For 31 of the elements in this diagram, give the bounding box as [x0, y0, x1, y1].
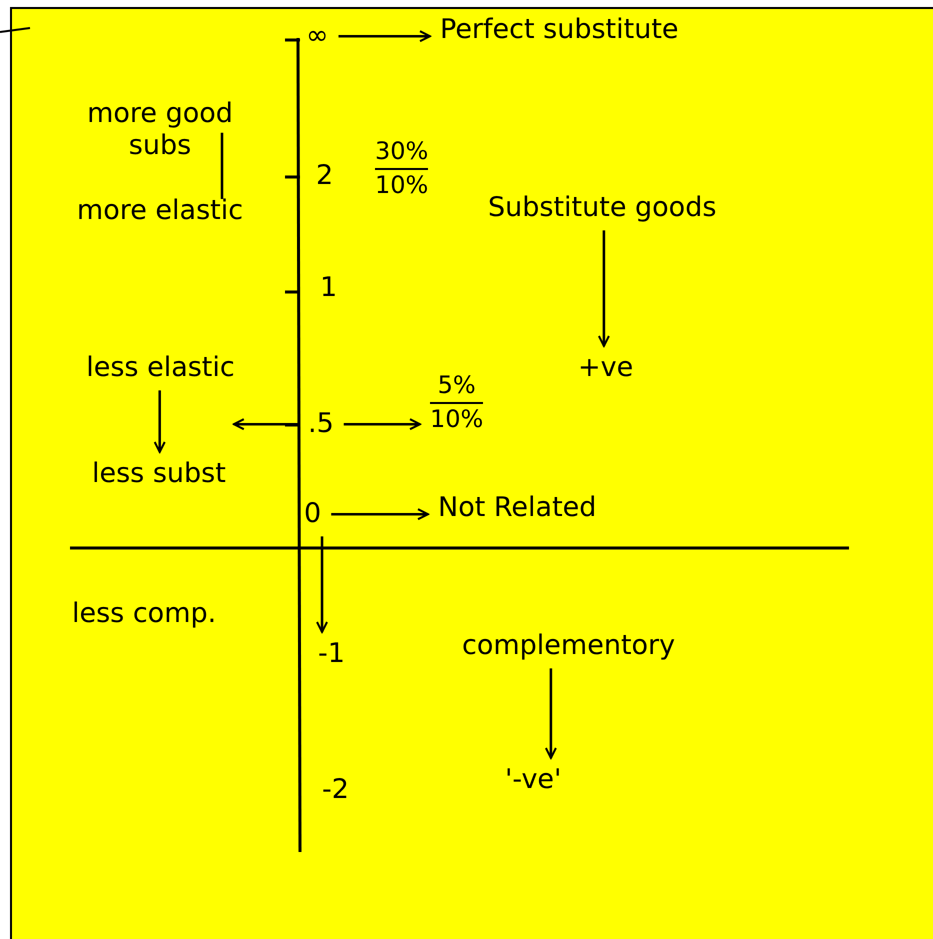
- numerator-text: 5%: [438, 372, 476, 400]
- handwritten-label: less elastic: [48, 352, 273, 384]
- arrow: [316, 536, 328, 633]
- denominator-text: 10%: [430, 406, 484, 434]
- connector-line: [220, 132, 224, 199]
- arrow: [598, 230, 610, 347]
- handwritten-label: less comp.: [72, 598, 216, 630]
- numerator-text: 30%: [375, 138, 428, 166]
- handwritten-label: more good subs: [60, 98, 260, 163]
- arrow: [154, 390, 166, 453]
- handwritten-label: +ve: [578, 352, 634, 384]
- handwritten-label: Perfect substitute: [440, 14, 679, 46]
- handwritten-label: .5: [308, 408, 334, 440]
- handwritten-label: less subst: [92, 458, 226, 490]
- arrow: [544, 668, 557, 759]
- arrow: [338, 30, 431, 42]
- handwritten-label: 0: [304, 498, 322, 530]
- handwritten-label: Not Related: [438, 492, 596, 524]
- axis-tick-label: 2: [316, 160, 334, 192]
- arrow: [331, 508, 429, 520]
- arrow: [232, 418, 300, 430]
- handwritten-label: complementory: [462, 630, 676, 662]
- denominator-text: 10%: [375, 172, 428, 200]
- handwritten-label: '-ve': [505, 764, 562, 796]
- handwritten-label: Substitute goods: [488, 192, 716, 224]
- handwritten-label: -1: [318, 638, 345, 670]
- axis-tick-label: -2: [322, 774, 349, 806]
- arrow: [344, 418, 421, 430]
- handwritten-label: ∞: [306, 20, 328, 52]
- handwritten-label: more elastic: [55, 195, 265, 228]
- axis-tick-label: 1: [320, 272, 338, 304]
